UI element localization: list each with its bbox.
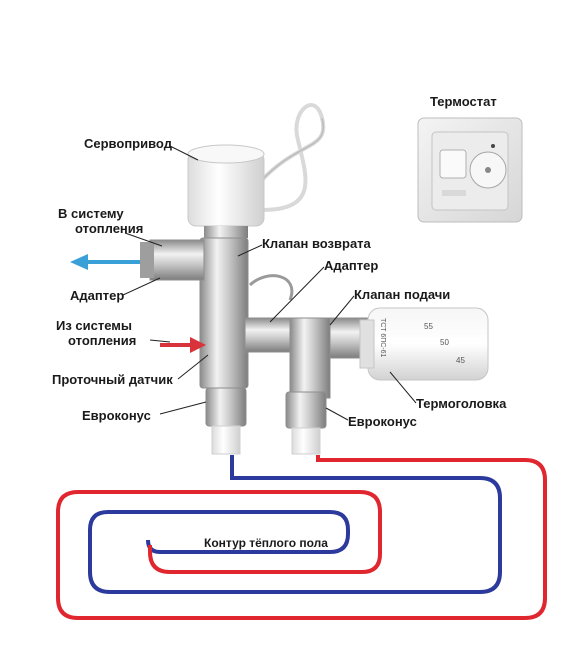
thermostat-device bbox=[417, 117, 523, 223]
label-return-valve: Клапан возврата bbox=[262, 236, 371, 251]
supply-pipe-loop bbox=[56, 455, 547, 620]
outflow-arrow bbox=[70, 254, 140, 270]
label-supply-valve: Клапан подачи bbox=[354, 287, 451, 302]
leader-lines bbox=[122, 145, 417, 421]
servo-actuator bbox=[187, 103, 326, 238]
manifold-assembly bbox=[140, 237, 373, 455]
label-from-system-2: отопления bbox=[68, 333, 137, 348]
inflow-arrow bbox=[160, 337, 206, 353]
label-servo: Сервопривод bbox=[84, 136, 172, 151]
label-from-system-1: Из системы bbox=[56, 318, 133, 333]
thermohead bbox=[359, 307, 489, 381]
thermohead-scale-55: 55 bbox=[424, 322, 433, 331]
thermohead-marking: ТСТ 6ПС-61 bbox=[379, 318, 386, 358]
label-eurocone-right: Евроконус bbox=[348, 414, 417, 429]
label-flow-sensor: Проточный датчик bbox=[52, 372, 173, 387]
thermohead-scale-45: 45 bbox=[456, 356, 465, 365]
thermohead-scale-50: 50 bbox=[440, 338, 449, 347]
label-thermohead: Термоголовка bbox=[416, 396, 507, 411]
label-floor-loop: Контур тёплого пола bbox=[204, 536, 328, 550]
label-adapter-left: Адаптер bbox=[70, 288, 125, 303]
label-to-system-2: отопления bbox=[75, 221, 144, 236]
return-pipe-loop bbox=[88, 455, 502, 594]
label-thermostat: Термостат bbox=[430, 94, 497, 109]
label-adapter-right: Адаптер bbox=[324, 258, 379, 273]
label-to-system-1: В систему bbox=[58, 206, 124, 221]
label-eurocone-left: Евроконус bbox=[82, 408, 151, 423]
